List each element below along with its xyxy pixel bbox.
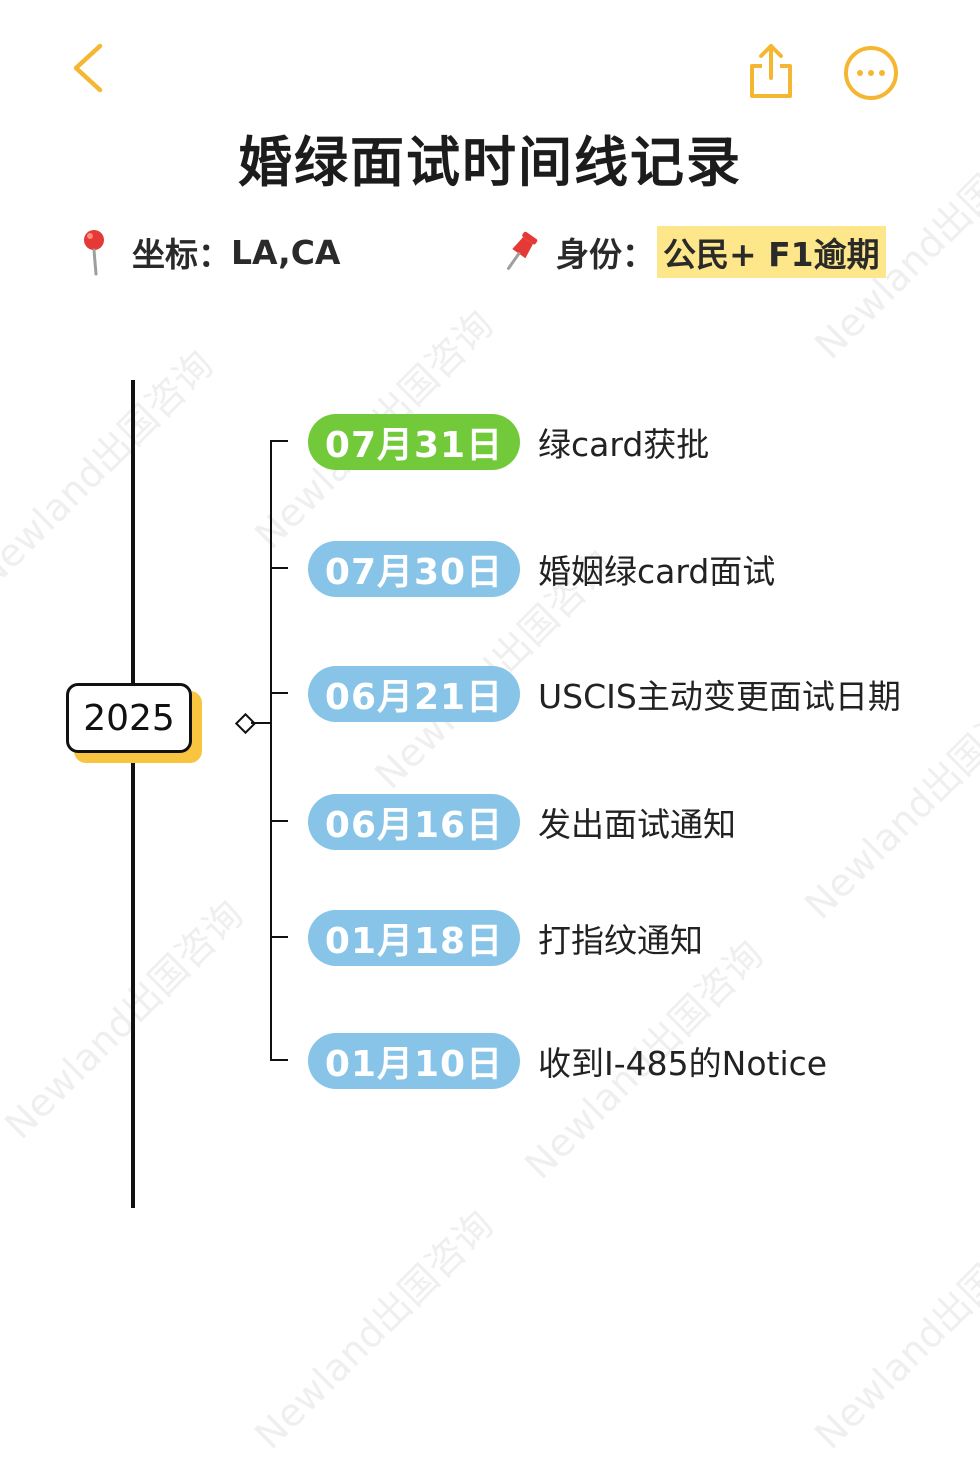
- event-date-badge: 07月31日: [308, 414, 520, 470]
- location-value: LA,CA: [231, 232, 341, 272]
- timeline-bracket: [270, 440, 272, 1060]
- more-button[interactable]: [842, 44, 900, 102]
- year-label: 2025: [66, 683, 192, 753]
- identity-value: 公民+ F1逾期: [657, 226, 886, 278]
- pushpin-icon: [507, 231, 538, 270]
- event-description: 绿card获批: [538, 425, 710, 464]
- chevron-left-icon: [73, 43, 103, 93]
- event-date-badge: 06月21日: [308, 666, 520, 722]
- event-date-badge: 01月10日: [308, 1033, 520, 1089]
- event-date-badge: 06月16日: [308, 794, 520, 850]
- event-date-badge: 07月30日: [308, 541, 520, 597]
- map-pin-icon: [84, 230, 104, 276]
- timeline-tick: [270, 567, 288, 569]
- timeline-tick: [270, 1059, 288, 1061]
- bracket-connector: [251, 722, 271, 724]
- event-description: 婚姻绿card面试: [538, 552, 776, 591]
- identity-label: 身份：: [556, 235, 655, 274]
- watermark: Newland出国咨询: [246, 1202, 502, 1458]
- timeline-tick: [270, 692, 288, 694]
- more-icon: [844, 46, 898, 100]
- share-button[interactable]: [744, 40, 798, 100]
- timeline-tick: [270, 820, 288, 822]
- event-description: USCIS主动变更面试日期: [538, 677, 901, 716]
- timeline-tick: [270, 936, 288, 938]
- event-description: 发出面试通知: [538, 805, 736, 844]
- back-button[interactable]: [66, 40, 116, 96]
- identity-row: 身份： 公民+ F1逾期: [500, 226, 886, 278]
- location-row: 坐标： LA,CA: [76, 226, 340, 278]
- location-label: 坐标：: [132, 235, 231, 274]
- watermark: Newland出国咨询: [806, 1202, 980, 1458]
- page-title: 婚绿面试时间线记录: [238, 131, 742, 194]
- timeline-axis: [131, 380, 135, 1208]
- watermark: Newland出国咨询: [0, 892, 252, 1148]
- event-date-badge: 01月18日: [308, 910, 520, 966]
- share-icon: [750, 44, 792, 98]
- event-description: 打指纹通知: [538, 921, 703, 960]
- timeline-tick: [270, 440, 288, 442]
- watermark: Newland出国咨询: [0, 342, 222, 598]
- event-description: 收到I-485的Notice: [538, 1044, 828, 1083]
